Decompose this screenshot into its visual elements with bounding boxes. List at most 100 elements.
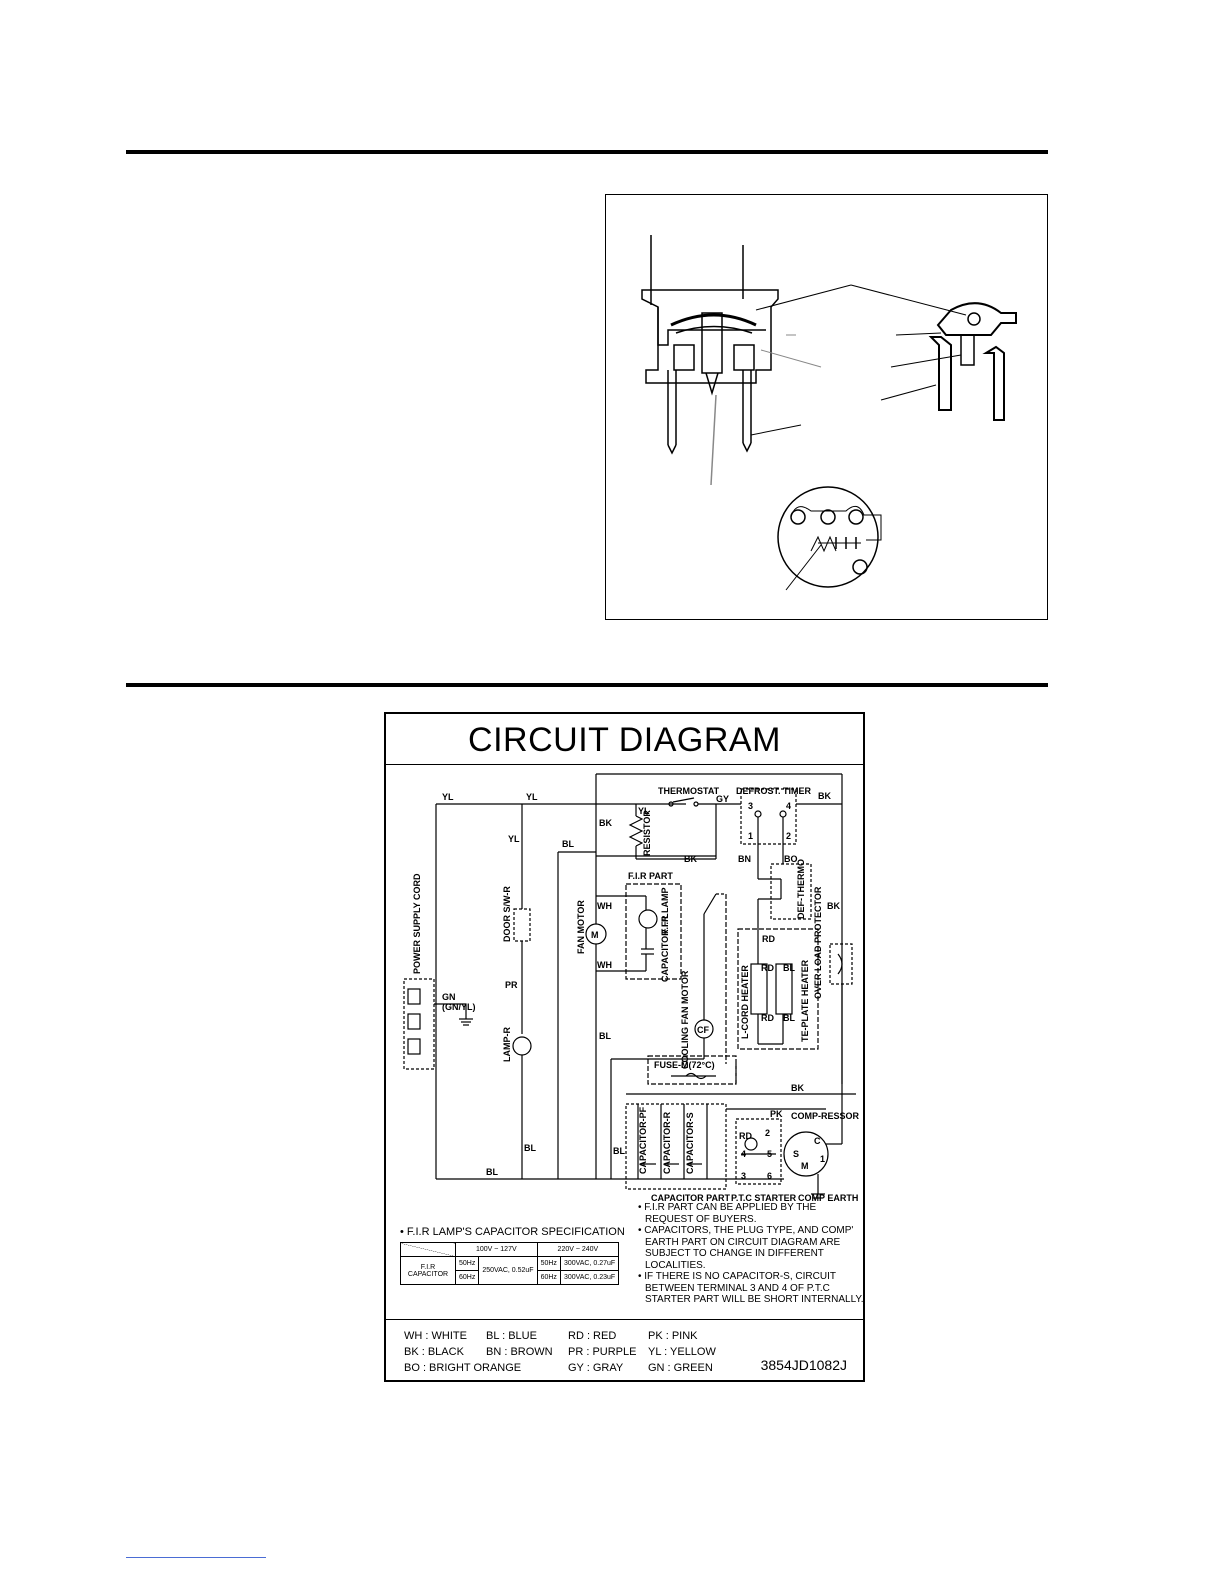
fan-motor-symbol: M (591, 930, 599, 940)
wire-wh-1: WH (597, 901, 612, 911)
ptc-terminal-5: 5 (767, 1149, 772, 1159)
wire-yl-1: YL (442, 792, 454, 802)
def-thermo-label: DEF-THERMO (796, 859, 806, 919)
cooling-fan-label: COOLING FAN MOTOR (680, 970, 690, 1069)
legend-rd: RD : RED (568, 1330, 617, 1342)
fuse-label: FUSE-M(72°C) (654, 1060, 715, 1070)
comp-c-label: C (814, 1136, 821, 1146)
capacitor-s-label: CAPACITOR-S (685, 1112, 695, 1174)
te-plate-heater-label: TE-PLATE HEATER (800, 959, 810, 1042)
spec-hz50-a: 50Hz (454, 1256, 480, 1271)
lamp-r-label: LAMP-R (502, 1027, 512, 1062)
ptc-terminal-1: 1 (820, 1154, 825, 1164)
legend-wh: WH : WHITE (404, 1330, 467, 1342)
ptc-terminal-3: 3 (741, 1171, 746, 1181)
wire-bl-5: BL (613, 1146, 625, 1156)
wire-wh-2: WH (597, 960, 612, 970)
comp-m-label: M (801, 1161, 809, 1171)
legend-bl: BL : BLUE (486, 1330, 537, 1342)
spec-220v-50-value: 300VAC, 0.27uF (559, 1256, 620, 1271)
spec-col-220v: 220V ~ 240V (536, 1242, 620, 1257)
cooling-fan-symbol: CF (697, 1025, 709, 1035)
spec-hz60-b: 60Hz (536, 1270, 561, 1285)
capacitor-pf-label: CAPACITOR-PF (638, 1106, 648, 1174)
wire-bn: BN (738, 854, 751, 864)
legend-bn: BN : BROWN (486, 1346, 553, 1358)
legend-yl: YL : YELLOW (648, 1346, 716, 1358)
ptc-terminal-4: 4 (741, 1149, 746, 1159)
compressor-label: COMP-RESSOR (791, 1111, 860, 1121)
legend-bo: BO : BRIGHT ORANGE (404, 1362, 522, 1374)
capacitor-fl-label: CAPACITOR F/L (660, 913, 670, 982)
capacitor-r-label: CAPACITOR-R (662, 1111, 672, 1174)
capacitor-spec-table: 100V ~ 127V 220V ~ 240V F.I.R CAPACITOR … (400, 1242, 620, 1285)
circuit-diagram-title: CIRCUIT DIAGRAM (386, 714, 863, 765)
legend-bk: BK : BLACK (404, 1346, 464, 1358)
comp-earth-label: COMP EARTH (798, 1193, 858, 1203)
ptc-starter-drawing (641, 235, 1017, 591)
top-divider (126, 150, 1048, 154)
door-switch-label: DOOR S/W-R (502, 886, 512, 942)
ptc-terminal-6: 6 (767, 1171, 772, 1181)
legend-gn: GN : GREEN (648, 1362, 713, 1374)
legend-pr: PR : PURPLE (568, 1346, 637, 1358)
timer-terminal-1: 1 (748, 831, 753, 841)
middle-divider (126, 683, 1048, 687)
legend-pk: PK : PINK (648, 1330, 698, 1342)
wire-bk-5: BK (791, 1083, 804, 1093)
wire-yl-2: YL (526, 792, 538, 802)
wire-bk-4: BK (827, 901, 840, 911)
power-supply-cord-label: POWER SUPPLY CORD (412, 873, 422, 974)
wire-pk: PK (770, 1109, 783, 1119)
wire-rd-3: RD (761, 1013, 774, 1023)
part-number: 3854JD1082J (760, 1357, 847, 1373)
fan-motor-label: FAN MOTOR (576, 900, 586, 954)
spec-220v-60-value: 300VAC, 0.23uF (559, 1270, 620, 1285)
wire-bl-2: BL (599, 1031, 611, 1041)
note-1: • F.I.R PART CAN BE APPLIED BY THE REQUE… (638, 1202, 817, 1225)
spec-row-label: F.I.R CAPACITOR (400, 1256, 456, 1285)
schematic: YL YL YL YL BK BK BK BK BK GY BL BL BL B… (403, 773, 860, 1203)
legend-gy: GY : GRAY (568, 1362, 624, 1374)
wire-bo: BO (784, 854, 798, 864)
spec-col-100v: 100V ~ 127V (455, 1242, 538, 1257)
wire-bl-4: BL (486, 1167, 498, 1177)
gn-yl-label: (GN/YL) (442, 1002, 476, 1012)
color-legend: WH : WHITE BL : BLUE RD : RED PK : PINK … (386, 1319, 863, 1381)
wire-rd-2: RD (761, 963, 774, 973)
component-illustration (605, 194, 1048, 620)
fir-part-label: F.I.R PART (628, 871, 673, 881)
note-2: • CAPACITORS, THE PLUG TYPE, AND COMP' E… (638, 1225, 854, 1271)
spec-100v-value: 250VAC, 0.52uF (478, 1256, 538, 1285)
l-cord-heater-label: L-CORD HEATER (740, 965, 750, 1039)
notes: • F.I.R PART CAN BE APPLIED BY THE REQUE… (636, 1202, 864, 1306)
wire-bk-1: BK (599, 818, 612, 828)
ptc-starter-label: P.T.C STARTER (731, 1193, 797, 1203)
wire-bl-3: BL (524, 1143, 536, 1153)
wire-rd-4: RD (739, 1131, 752, 1141)
note-3: • IF THERE IS NO CAPACITOR-S, CIRCUIT BE… (638, 1271, 864, 1305)
wire-yl-4: YL (638, 806, 650, 816)
comp-s-label: S (793, 1149, 799, 1159)
defrost-timer-label: DEFROST. TIMER (736, 786, 812, 796)
resistor-label: RESISTOR (642, 810, 652, 856)
wire-gy: GY (716, 794, 729, 804)
ptc-terminal-2: 2 (765, 1128, 770, 1138)
spec-hz50-b: 50Hz (536, 1256, 561, 1271)
wire-rd-1: RD (762, 934, 775, 944)
thermostat-label: THERMOSTAT (658, 786, 720, 796)
fir-lamp-label: F.I.R LAMP (660, 888, 670, 935)
overload-protector-label: OVER LOAD PROTECTOR (813, 886, 823, 999)
timer-terminal-3: 3 (748, 801, 753, 811)
wire-bl-1: BL (562, 839, 574, 849)
wire-pr: PR (505, 980, 518, 990)
wire-bl-h1: BL (783, 963, 795, 973)
gn-label: GN (442, 992, 456, 1002)
wire-bl-h2: BL (783, 1013, 795, 1023)
timer-terminal-4: 4 (786, 801, 791, 811)
spec-hz60-a: 60Hz (454, 1270, 480, 1285)
spec-corner (400, 1242, 456, 1257)
capacitor-part-label: CAPACITOR PART (651, 1193, 731, 1203)
timer-terminal-2: 2 (786, 831, 791, 841)
circuit-diagram-label: CIRCUIT DIAGRAM (384, 712, 865, 1382)
